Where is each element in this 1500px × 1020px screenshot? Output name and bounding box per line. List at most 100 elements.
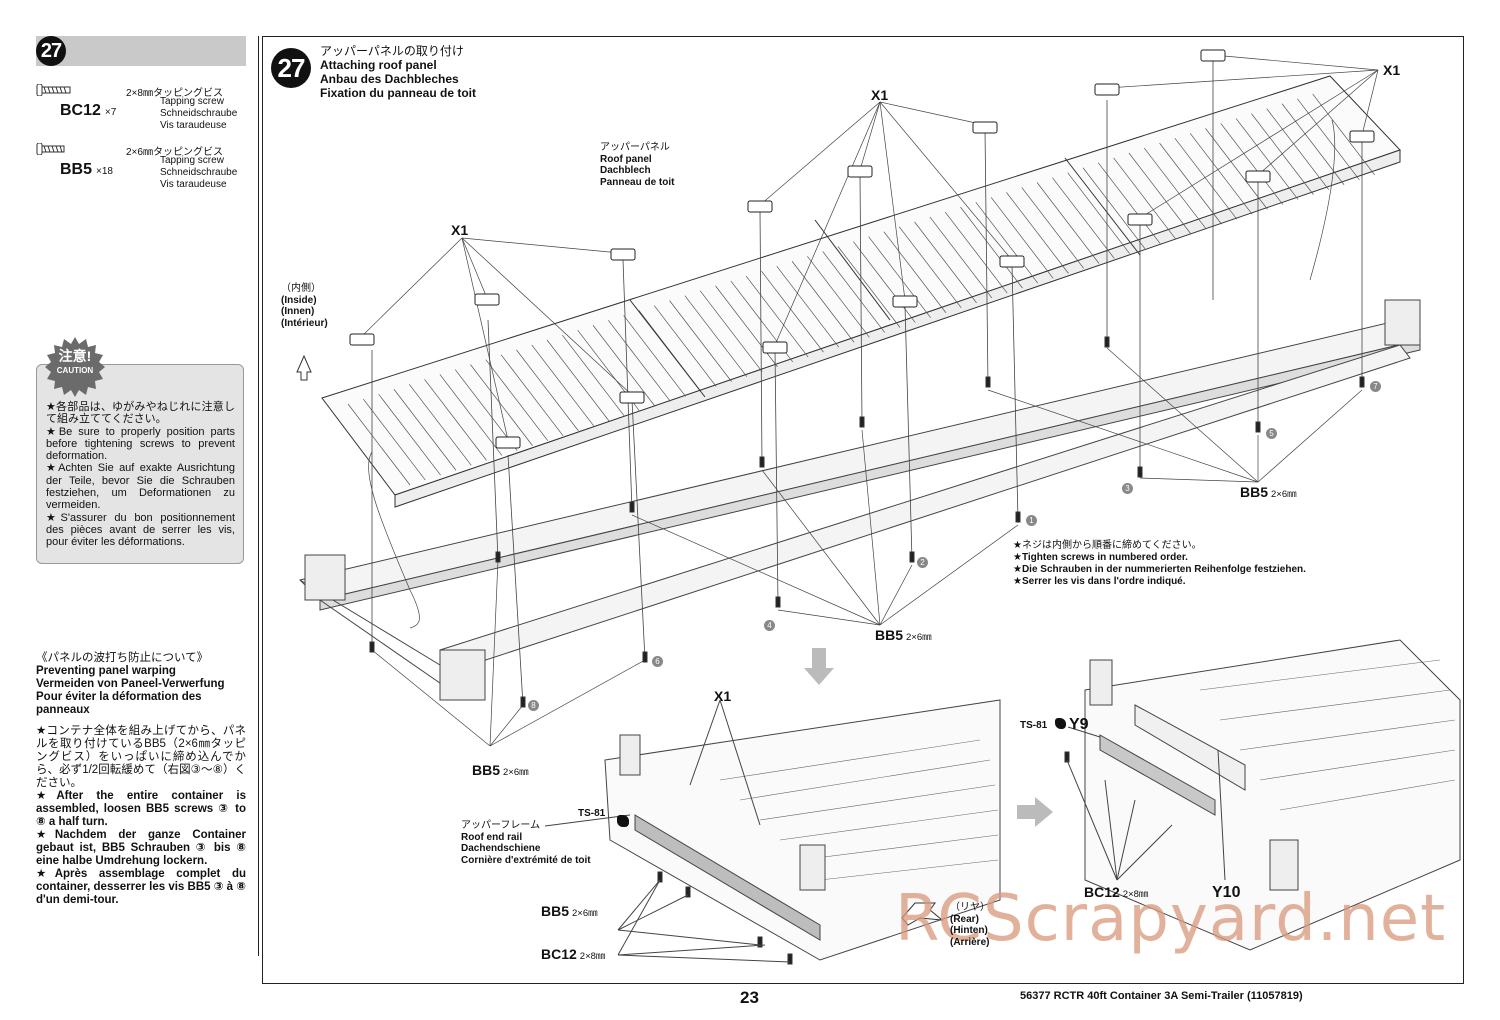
roof-slat <box>347 403 411 486</box>
roof-slat <box>470 364 533 446</box>
part-x1-label: X1 <box>714 688 732 704</box>
screw-mark <box>495 551 501 563</box>
roof-slat <box>653 305 717 387</box>
caution-seal-icon <box>45 337 105 397</box>
screw-order-number: 1 <box>1026 515 1037 526</box>
step-flow-down-arrow-icon <box>804 648 834 685</box>
x1-clip <box>495 436 521 449</box>
roof-slat <box>1036 182 1100 264</box>
screw-mark <box>775 596 781 608</box>
page-number: 23 <box>740 988 759 1007</box>
caution-box: ★各部品は、ゆがみやねじれに注意して組み立ててください。 ★Be sure to… <box>36 364 244 564</box>
roof-slat <box>1297 98 1360 181</box>
screw-mark <box>859 416 865 428</box>
screw-size-jp: 2×8㎜タッピングビス <box>126 88 223 99</box>
roof-slat <box>424 379 487 461</box>
roof-slat <box>1220 123 1284 205</box>
x1-clip <box>1127 213 1153 226</box>
instruction-frame <box>262 36 1464 984</box>
roof-slat <box>929 216 993 299</box>
part-x1-label: X1 <box>871 87 889 103</box>
screw-bb5-row: BB5×18 2×6㎜タッピングビス Tapping screw Schneid… <box>36 143 256 193</box>
caution-badge <box>44 336 106 398</box>
sticker-icon <box>617 815 629 827</box>
roof-slat <box>1021 187 1085 269</box>
screw-mark <box>642 651 648 663</box>
caution-badge-label: 注意! CAUTION <box>56 348 94 375</box>
part-y9-label: Y9 <box>1069 716 1089 733</box>
screw-order-number: 5 <box>1266 428 1277 439</box>
rear-direction-arrow-icon <box>901 902 944 926</box>
roof-slat <box>516 349 579 432</box>
roof-slat <box>699 290 763 373</box>
x1-clip <box>1094 83 1120 96</box>
screw-bc12-row: BC12×7 2×8㎜タッピングビス Tapping screw Schneid… <box>36 84 256 134</box>
column-divider <box>258 36 259 956</box>
roof-slat <box>883 231 947 313</box>
roof-slat <box>1113 157 1176 240</box>
x1-clip <box>1245 170 1271 183</box>
warping-text-en: ★After the entire container is assembled… <box>36 790 246 828</box>
screw-mark <box>1015 511 1021 523</box>
rear-label: （リヤ） (Rear) (Hinten) (Arrière) <box>950 902 990 948</box>
step-number-badge: 27 <box>36 36 66 66</box>
roof-slat <box>807 256 870 338</box>
roof-slat <box>378 393 441 476</box>
screw-code-label: BB5×18 <box>60 161 113 178</box>
roof-slat <box>1128 152 1192 235</box>
warping-text-jp: ★コンテナ全体を組み上げてから、パネルを取り付けているBB5（2×6㎜タッピング… <box>36 725 246 789</box>
roof-slat <box>1189 133 1253 215</box>
roof-slat <box>1174 138 1238 220</box>
roof-slat <box>898 226 962 309</box>
main-step-number-badge: 27 <box>271 48 311 88</box>
roof-slat <box>1006 192 1069 274</box>
screw-order-number: 3 <box>1122 483 1133 494</box>
screw-mark <box>520 696 526 708</box>
x1-clip <box>1200 49 1226 62</box>
roof-slat <box>837 246 901 328</box>
caution-line-en: ★Be sure to properly position parts befo… <box>46 425 235 463</box>
roof-slat <box>608 320 671 402</box>
x1-clip <box>349 333 375 346</box>
screw-order-number: 4 <box>764 620 775 631</box>
step-title: アッパーパネルの取り付け Attaching roof panel Anbau … <box>320 44 476 100</box>
roof-slat <box>363 398 426 481</box>
roof-slat <box>1067 172 1130 254</box>
roof-slat <box>1098 162 1161 245</box>
roof-slat <box>393 389 457 471</box>
caution-line-jp: ★各部品は、ゆがみやねじれに注意して組み立ててください。 <box>46 401 235 426</box>
roof-slat <box>990 197 1054 279</box>
tapping-screw-icon <box>36 84 71 96</box>
roof-slat <box>1143 147 1207 230</box>
part-x1-label: X1 <box>1383 62 1401 78</box>
screw-mark <box>759 456 765 468</box>
roof-slat <box>822 251 885 333</box>
product-title: 56377 RCTR 40ft Container 3A Semi-Traile… <box>1020 990 1303 1002</box>
roof-slat <box>745 275 809 358</box>
warping-title: 《パネルの波打ち防止について》 Preventing panel warping… <box>36 652 225 716</box>
x1-clip <box>892 295 918 308</box>
warping-text-fr: ★Après assemblage complet du container, … <box>36 868 246 906</box>
screw-mark <box>757 936 763 948</box>
warping-section: 《パネルの波打ち防止について》 Preventing panel warping… <box>36 652 246 907</box>
roof-end-rail-label: アッパーフレーム Roof end rail Dachendschiene Co… <box>461 820 591 866</box>
x1-clip <box>619 391 645 404</box>
roof-slat <box>761 270 824 353</box>
roof-panel-label: アッパーパネル Roof panel Dachblech Panneau de … <box>600 142 675 188</box>
sticker-icon <box>1055 718 1066 729</box>
x1-clip <box>747 200 773 213</box>
ts81-sticker-label: TS-81 <box>1020 720 1048 731</box>
screw-mark <box>909 551 915 563</box>
ts81-sticker-label: TS-81 <box>578 808 606 819</box>
roof-slat <box>791 261 855 343</box>
screw-mark <box>985 376 991 388</box>
step-flow-right-arrow-icon <box>1017 797 1053 827</box>
roof-slat <box>1235 118 1299 200</box>
part-y10-label: Y10 <box>1212 884 1241 901</box>
x1-clip <box>1349 130 1375 143</box>
